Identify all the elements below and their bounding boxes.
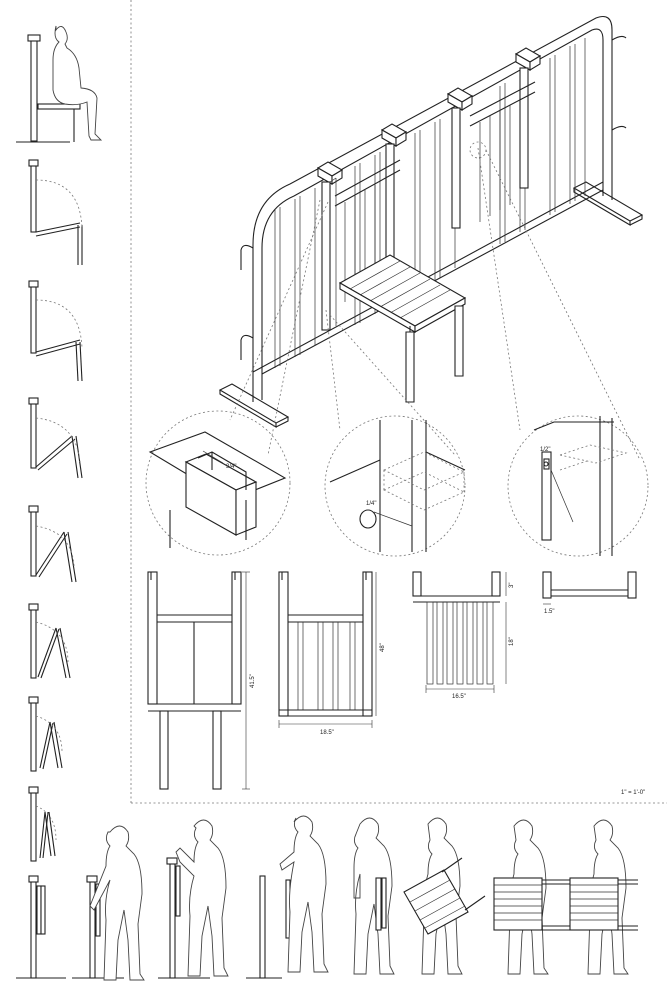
seat-depth-label: 18" (509, 637, 515, 646)
front-elevation: 41.5" (147, 571, 256, 790)
carry-step-5 (403, 817, 486, 975)
fold-step-2 (28, 280, 83, 382)
fold-step-4 (28, 505, 77, 583)
back-height-label: 48" (380, 643, 386, 652)
seat-section: 1.5" (542, 571, 637, 615)
fold-step-5 (28, 603, 71, 679)
detail-hinge: 1/2" (507, 415, 649, 557)
frame-border (130, 0, 667, 804)
fold-step-7 (28, 786, 57, 862)
back-elevation: 18.5" 48" (278, 571, 386, 736)
edge-dimension-label: 1.5" (544, 609, 554, 615)
carry-step-2 (158, 819, 229, 979)
seat-isometric (338, 254, 467, 403)
detail-pin-joint: 1/4" (324, 415, 466, 557)
carry-step-3 (246, 815, 329, 979)
carry-step-6 (493, 819, 582, 975)
seat-width-label: 16.5" (452, 694, 466, 700)
fold-step-6 (28, 696, 63, 772)
hinge-dimension-label: 1/2" (540, 447, 550, 453)
post-caps (316, 47, 542, 331)
seat-offset-label: 3" (509, 583, 515, 588)
scale-note: 1" = 1'-0" (621, 790, 645, 796)
carry-step-7 (569, 819, 638, 975)
fold-step-3 (28, 397, 83, 479)
fold-step-8-closed (16, 875, 66, 979)
front-height-label: 41.5" (250, 674, 256, 688)
fold-step-1 (28, 159, 83, 265)
pin-dimension-label: 1/4" (366, 501, 376, 507)
carry-step-4 (353, 817, 395, 975)
slot-dimension-label: 3/4" (226, 464, 236, 470)
seated-figure-elevation (16, 25, 103, 143)
carry-sequence (72, 815, 638, 981)
back-width-label: 18.5" (320, 730, 334, 736)
seat-plan: 16.5" 3" 18" (412, 571, 515, 700)
detail-slot-joint: 3/4" (145, 410, 291, 556)
carry-step-1 (72, 825, 145, 981)
isometric-barricade-with-seat (218, 15, 644, 461)
